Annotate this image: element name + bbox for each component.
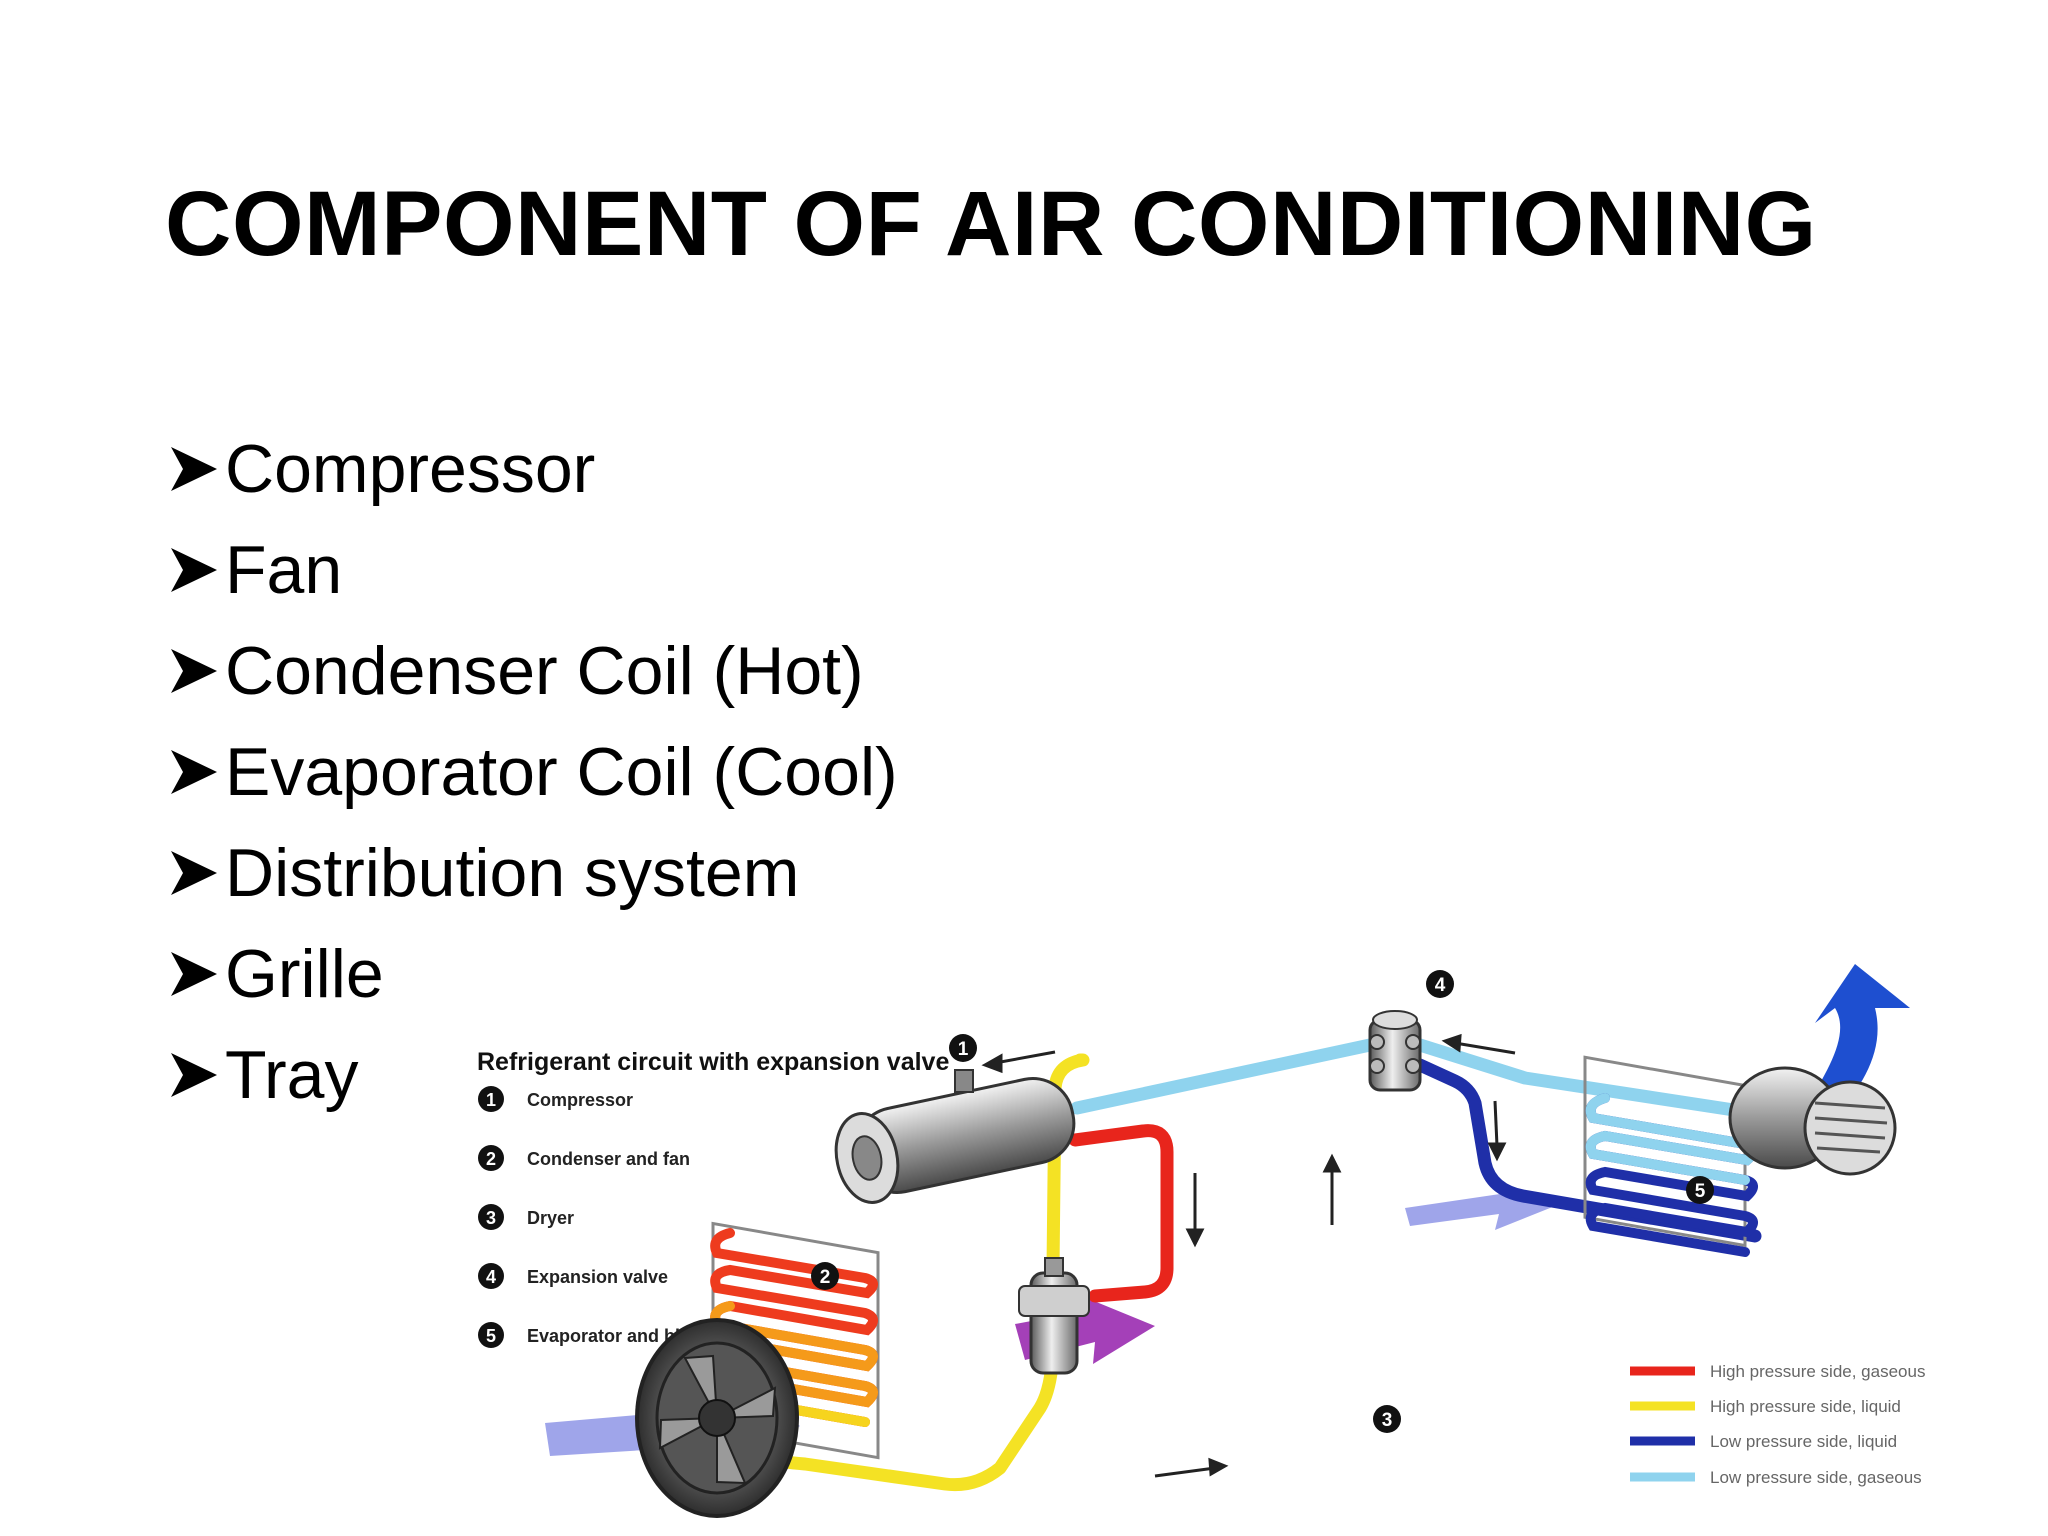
legend-label: High pressure side, gaseous bbox=[1710, 1362, 1925, 1381]
legend-label: Low pressure side, liquid bbox=[1710, 1432, 1897, 1451]
key-number: 1 bbox=[486, 1090, 496, 1110]
list-item: Grille bbox=[165, 923, 898, 1024]
arrowhead-bullet-icon bbox=[171, 648, 217, 693]
refrigerant-circuit-diagram: Refrigerant circuit with expansion valve… bbox=[477, 964, 1925, 1518]
key-label: Expansion valve bbox=[527, 1267, 668, 1287]
list-item: Fan bbox=[165, 519, 898, 620]
key-item-dryer: 3 Dryer bbox=[478, 1204, 574, 1230]
low-pressure-gas-line bbox=[1070, 1038, 1377, 1115]
blower-icon bbox=[1728, 1066, 1897, 1176]
legend-item: High pressure side, gaseous bbox=[1630, 1362, 1925, 1381]
key-item-compressor: 1 Compressor bbox=[478, 1086, 633, 1112]
key-number: 4 bbox=[486, 1267, 496, 1287]
low-pressure-gas-line bbox=[1413, 1038, 1780, 1123]
marker-number: 1 bbox=[958, 1039, 969, 1060]
flow-arrow-icon bbox=[1454, 1041, 1516, 1055]
component-markers: 1 2 3 4 5 bbox=[811, 970, 1714, 1433]
legend-item: Low pressure side, liquid bbox=[1630, 1432, 1897, 1451]
key-label: Compressor bbox=[527, 1090, 633, 1110]
list-item-label: Tray bbox=[225, 1036, 359, 1113]
arrowhead-bullet-icon bbox=[171, 951, 217, 996]
cool-air-out-arrow-icon bbox=[1805, 964, 1910, 1118]
arrowhead-bullet-icon bbox=[171, 547, 217, 592]
list-item: Condenser Coil (Hot) bbox=[165, 620, 898, 721]
compressor-icon bbox=[834, 1069, 1076, 1204]
legend-label: Low pressure side, gaseous bbox=[1710, 1468, 1922, 1487]
dryer-icon bbox=[1018, 1257, 1090, 1375]
legend-item: Low pressure side, gaseous bbox=[1630, 1468, 1922, 1487]
legend-item: High pressure side, liquid bbox=[1630, 1397, 1901, 1416]
key-item-condenser: 2 Condenser and fan bbox=[478, 1145, 690, 1171]
flow-arrow-icon bbox=[1154, 1466, 1216, 1478]
marker-number: 5 bbox=[1695, 1181, 1706, 1202]
list-item-label: Distribution system bbox=[225, 834, 800, 911]
list-item: Evaporator Coil (Cool) bbox=[165, 721, 898, 822]
list-item: Compressor bbox=[165, 418, 898, 519]
marker-number: 3 bbox=[1382, 1410, 1393, 1431]
legend-label: High pressure side, liquid bbox=[1710, 1397, 1901, 1416]
arrowhead-bullet-icon bbox=[171, 850, 217, 895]
low-pressure-liquid-line bbox=[1413, 1058, 1762, 1243]
expansion-valve-icon bbox=[1368, 1010, 1422, 1092]
refrigerant-lines bbox=[728, 1038, 1780, 1492]
diagram-heading: Refrigerant circuit with expansion valve bbox=[477, 1048, 949, 1076]
arrowhead-bullet-icon bbox=[171, 446, 217, 491]
key-number: 3 bbox=[486, 1208, 496, 1228]
flow-arrow-icon bbox=[994, 1050, 1056, 1065]
list-item-label: Grille bbox=[225, 935, 384, 1012]
key-label: Condenser and fan bbox=[527, 1149, 690, 1169]
list-item-label: Condenser Coil (Hot) bbox=[225, 632, 864, 709]
key-number: 5 bbox=[486, 1326, 496, 1346]
slide-title: COMPONENT OF AIR CONDITIONING bbox=[165, 173, 1817, 275]
flow-direction-arrows bbox=[981, 1033, 1516, 1478]
list-item-label: Fan bbox=[225, 531, 343, 608]
condenser-fan-icon bbox=[635, 1318, 799, 1518]
marker-number: 2 bbox=[820, 1267, 831, 1288]
list-item: Distribution system bbox=[165, 822, 898, 923]
marker-number: 4 bbox=[1435, 975, 1446, 996]
high-pressure-gas-line bbox=[1068, 1124, 1174, 1303]
key-label: Dryer bbox=[527, 1208, 574, 1228]
key-item-expansion-valve: 4 Expansion valve bbox=[478, 1263, 668, 1289]
component-key: 1 Compressor 2 Condenser and fan 3 Dryer… bbox=[478, 1086, 722, 1348]
component-list: Compressor Fan Condenser Coil (Hot) Evap… bbox=[165, 418, 898, 1125]
list-item-label: Evaporator Coil (Cool) bbox=[225, 733, 898, 810]
arrowhead-bullet-icon bbox=[171, 749, 217, 794]
list-item: Tray bbox=[165, 1024, 898, 1125]
flow-arrow-icon bbox=[1493, 1100, 1499, 1147]
line-legend: High pressure side, gaseous High pressur… bbox=[1630, 1362, 1925, 1487]
list-item-label: Compressor bbox=[225, 430, 596, 507]
key-number: 2 bbox=[486, 1149, 496, 1169]
arrowhead-bullet-icon bbox=[171, 1052, 217, 1097]
